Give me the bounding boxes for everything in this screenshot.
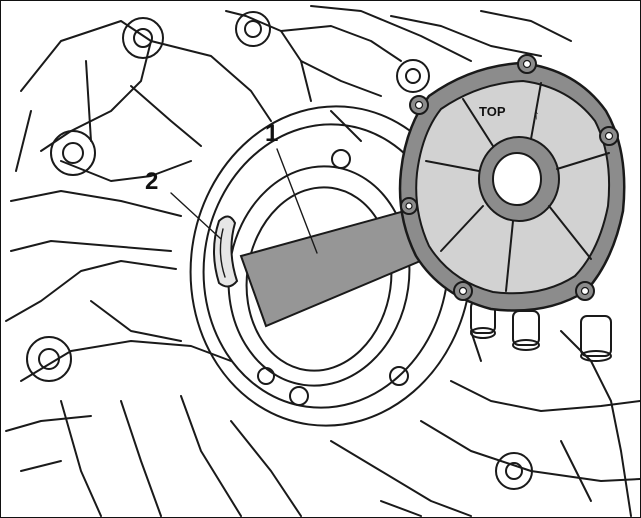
mounting-boss [396,59,430,93]
callout-label-1: 1 [265,120,278,147]
stud [580,315,612,362]
leader-line-2 [170,192,222,240]
mounting-boss [235,11,271,47]
cover-top-marking: TOP [479,104,506,119]
engine-block [5,5,640,517]
leader-line-1 [276,148,318,254]
cover-arrow-marking: ↑ [533,107,540,122]
oil-seal [213,215,239,288]
mounting-boss [495,452,533,490]
stud [512,310,540,351]
mounting-boss [50,130,96,176]
mounting-boss [122,17,164,59]
mounting-boss [26,336,72,382]
callout-2: 2 [145,168,222,240]
sealing-cover: TOP ↑ [398,54,626,312]
callout-label-2: 2 [145,168,158,195]
callout-1: 1 [265,120,318,254]
